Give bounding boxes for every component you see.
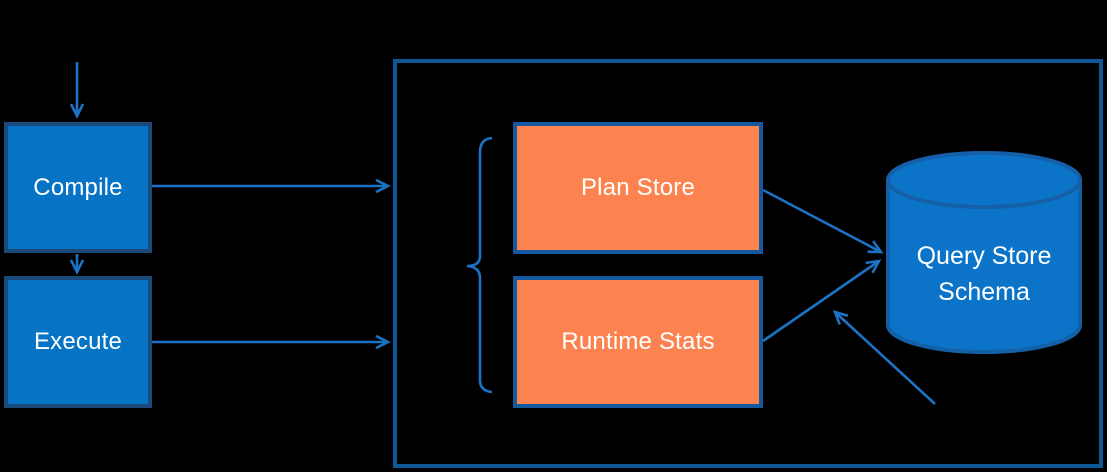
execute-label: Execute — [33, 328, 123, 355]
query-store-schema-label-line2: Schema — [938, 278, 1030, 306]
query-store-boundary-box — [393, 59, 1103, 468]
compile-node: Compile — [4, 122, 152, 253]
runtime-stats-label: Runtime Stats — [561, 328, 715, 355]
runtime-stats-node: Runtime Stats — [513, 276, 763, 408]
database-cylinder-icon: Query Store Schema — [886, 151, 1082, 354]
query-store-schema-label-line1: Query Store — [917, 242, 1052, 270]
plan-store-node: Plan Store — [513, 122, 763, 254]
cylinder-top — [886, 151, 1082, 209]
execute-node: Execute — [4, 276, 152, 408]
compile-label: Compile — [33, 173, 123, 201]
plan-store-label: Plan Store — [580, 174, 696, 201]
